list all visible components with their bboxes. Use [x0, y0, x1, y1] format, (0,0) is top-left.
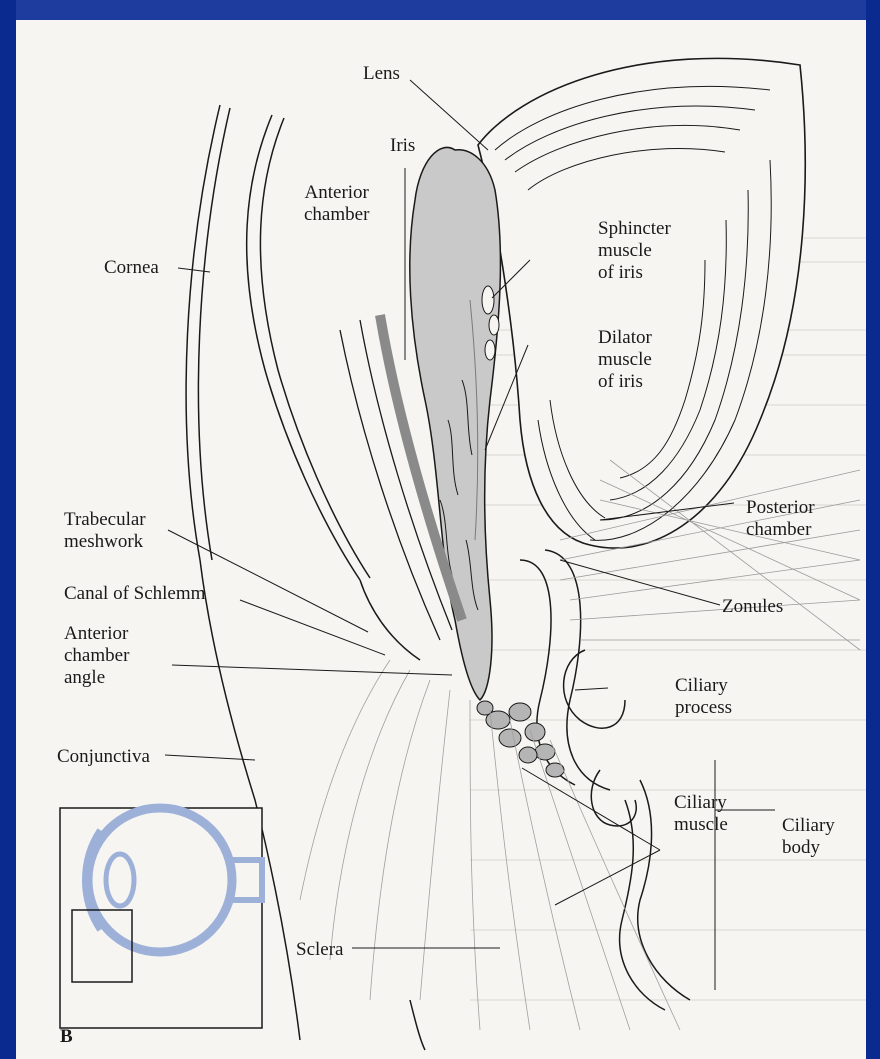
panel-letter: B — [60, 1026, 73, 1048]
label-canal-of-schlemm: Canal of Schlemm — [64, 583, 205, 605]
iris-shape — [410, 147, 501, 700]
label-posterior-chamber: Posterior chamber — [746, 497, 815, 541]
label-conjunctiva: Conjunctiva — [57, 746, 150, 768]
label-iris: Iris — [390, 135, 415, 157]
ciliary-body-shape — [520, 550, 690, 1010]
label-ciliary-muscle: Ciliary muscle — [674, 792, 728, 836]
diagram-page: Lens Iris Anterior chamber Cornea Sphinc… — [16, 20, 866, 1059]
label-ciliary-process: Ciliary process — [675, 675, 732, 719]
label-sphincter-muscle: Sphincter muscle of iris — [598, 218, 671, 284]
page-top-strip — [16, 0, 866, 22]
label-sclera: Sclera — [296, 939, 343, 961]
label-trabecular-meshwork: Trabecular meshwork — [64, 509, 146, 553]
label-anterior-chamber-angle: Anterior chamber angle — [64, 623, 129, 689]
label-lens: Lens — [363, 63, 400, 85]
label-anterior-chamber: Anterior chamber — [304, 182, 369, 226]
lens-shape — [478, 58, 805, 548]
label-zonules: Zonules — [722, 596, 783, 618]
inset-eye-diagram — [60, 808, 262, 1028]
label-ciliary-body: Ciliary body — [782, 815, 835, 859]
label-cornea: Cornea — [104, 257, 159, 279]
label-dilator-muscle: Dilator muscle of iris — [598, 327, 652, 393]
